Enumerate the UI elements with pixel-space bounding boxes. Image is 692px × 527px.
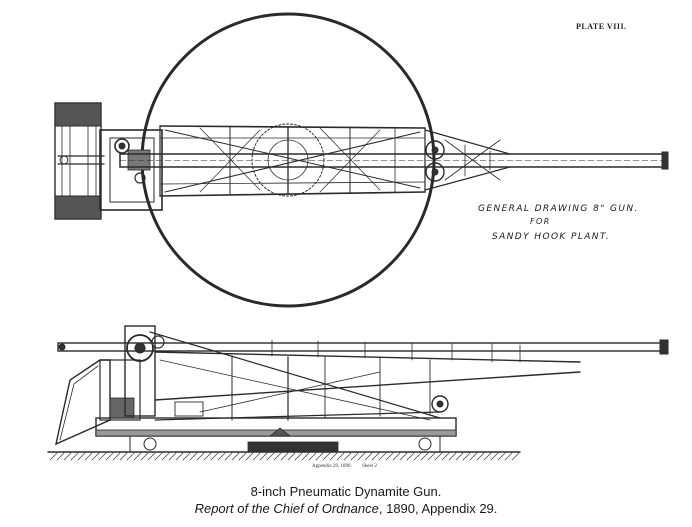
ground-hatch-line [133, 452, 142, 461]
ground-hatch-line [301, 452, 310, 461]
ground-hatch-line [336, 452, 345, 461]
ground-hatch-line [455, 452, 464, 461]
ground-hatch-line [154, 452, 163, 461]
ground-hatch-line [238, 452, 247, 461]
ground-hatch-line [140, 452, 149, 461]
plan-view [54, 12, 669, 308]
ground-hatch-line [287, 452, 296, 461]
ground-hatch-line [392, 452, 401, 461]
ground-hatch-line [378, 452, 387, 461]
ground-hatch-line [308, 452, 317, 461]
ground-hatch-line [98, 452, 107, 461]
upright-standard [124, 325, 156, 417]
ground-hatch-line [462, 452, 471, 461]
ground-hatch-line [77, 452, 86, 461]
ground-hatch-line [210, 452, 219, 461]
ground-hatch-line [147, 452, 156, 461]
ground-hatch-line [105, 452, 114, 461]
ground-hatch-line [469, 452, 478, 461]
ground-hatch-line [406, 452, 415, 461]
ground-hatch-line [252, 452, 261, 461]
ground-hatch-line [259, 452, 268, 461]
ground-hatch-line [371, 452, 380, 461]
ground-hatch-line [427, 452, 436, 461]
ground-hatch-line [343, 452, 352, 461]
ground-hatch-line [91, 452, 100, 461]
ground-hatch-line [217, 452, 226, 461]
ground-hatch-line [203, 452, 212, 461]
ground-hatch-line [511, 452, 520, 461]
plate-label: PLATE VIII. [576, 22, 627, 31]
ground-hatch-line [224, 452, 233, 461]
ground-hatch-line [448, 452, 457, 461]
caption-title: 8-inch Pneumatic Dynamite Gun. [250, 484, 442, 499]
ground-hatch-line [182, 452, 191, 461]
caption-source-rest: , 1890, Appendix 29. [378, 501, 498, 516]
ground-hatch-line [175, 452, 184, 461]
ground-hatch-line [196, 452, 205, 461]
ground-hatch-line [126, 452, 135, 461]
drawing-note-line2: FOR [530, 217, 551, 226]
ground-hatch-line [294, 452, 303, 461]
ground-hatch-line [49, 452, 58, 461]
ground-hatch-line [434, 452, 443, 461]
ground-hatch-line [280, 452, 289, 461]
drawing-note-line3: SANDY HOOK PLANT. [492, 232, 611, 242]
breech-mechanism [99, 129, 163, 211]
ground-hatch-line [413, 452, 422, 461]
ground-hatch-line [441, 452, 450, 461]
ground-hatch-line [84, 452, 93, 461]
ground-hatch-line [245, 452, 254, 461]
ground-hatch-line [322, 452, 331, 461]
elevating-gear [126, 334, 154, 362]
trunnion-wheel [425, 140, 445, 160]
ground-hatch-line [56, 452, 65, 461]
ground-hatch-line [490, 452, 499, 461]
sheet-reference: Sheet 2 [362, 464, 377, 469]
ground-hatch-line [420, 452, 429, 461]
ground-hatch-line [483, 452, 492, 461]
appendix-reference: Appendix 29, 1890. [312, 464, 352, 469]
caption-source-title: Report of the Chief of Ordnance [194, 501, 379, 516]
ground-hatch-line [266, 452, 275, 461]
ground-hatch-line [273, 452, 282, 461]
ground-hatch-line [504, 452, 513, 461]
ground-hatch-line [315, 452, 324, 461]
ground-hatch-line [231, 452, 240, 461]
hub-circle [251, 123, 325, 197]
ground-hatch-line [70, 452, 79, 461]
ground-hatch-line [168, 452, 177, 461]
ground-hatch-line [364, 452, 373, 461]
ground-hatch-line [161, 452, 170, 461]
barrel-side [57, 342, 664, 352]
ground-hatch-line [350, 452, 359, 461]
ground-hatch-line [329, 452, 338, 461]
side-elevation [47, 325, 669, 461]
ground-hatch-line [189, 452, 198, 461]
ground-hatch-line [119, 452, 128, 461]
ground-hatch-line [112, 452, 121, 461]
ground-hatch-line [399, 452, 408, 461]
caption-source: Report of the Chief of Ordnance, 1890, A… [0, 501, 692, 516]
drawing-note-line1: GENERAL DRAWING 8" GUN. [478, 204, 639, 214]
ground-hatch-line [476, 452, 485, 461]
ground-hatch-line [385, 452, 394, 461]
ground-hatch-line [63, 452, 72, 461]
ground-hatch-line [497, 452, 506, 461]
ground-hatch-line [357, 452, 366, 461]
